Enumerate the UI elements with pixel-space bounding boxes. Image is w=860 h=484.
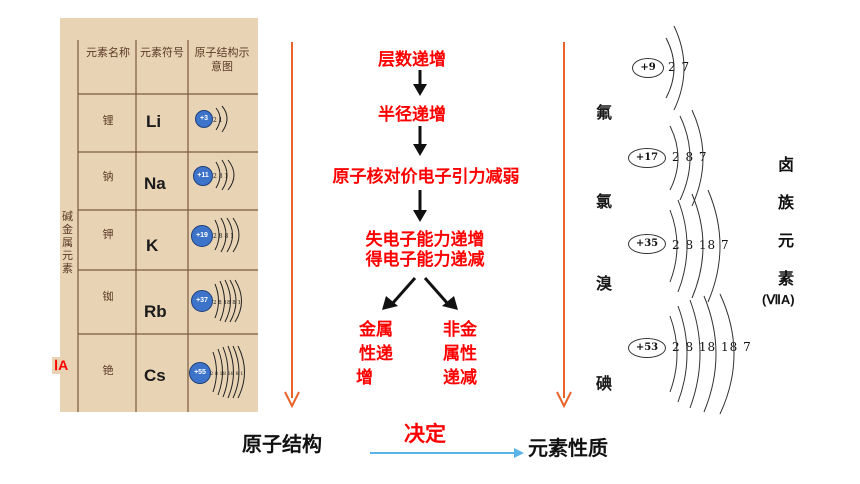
- row-name-na: 钠: [102, 170, 114, 183]
- flow-step-radius-increase: 半径递增: [378, 105, 446, 125]
- flow-step-nucleus-attraction: 原子核对价电子引力减弱: [332, 167, 520, 187]
- result-nonmetal-line2: 属性: [443, 344, 477, 364]
- row-symbol-rb: Rb: [144, 302, 167, 321]
- row-name-cs: 铯: [102, 364, 114, 377]
- svg-text:2 8 8 1: 2 8 8 1: [213, 233, 234, 240]
- shells-text-cl: 2 8 7: [672, 150, 708, 164]
- row-symbol-li: Li: [146, 112, 162, 131]
- halogen-title-char2: 族: [777, 193, 794, 212]
- shells-li: 2 1: [213, 105, 228, 133]
- bottom-element-properties: 元素性质: [528, 436, 608, 460]
- header-element-symbol: 元素符号: [140, 46, 184, 59]
- bottom-atomic-structure: 原子结构: [242, 432, 322, 456]
- nucleus-na: +11: [193, 166, 213, 186]
- result-nonmetallic-decrease: 非金 属性 递减: [436, 318, 484, 390]
- result-metal-line3: 增: [356, 368, 373, 388]
- svg-text:2 8 1: 2 8 1: [213, 173, 228, 180]
- halogen-title-char1: 卤: [777, 155, 794, 174]
- shell-arcs-i: [669, 293, 735, 415]
- halogen-group-code: (ⅦA): [762, 292, 795, 308]
- result-metal-line2: 性递: [359, 344, 393, 364]
- result-nonmetal-line1: 非金: [443, 320, 477, 340]
- charge-cl: +17: [628, 148, 666, 168]
- header-element-name: 元素名称: [86, 46, 130, 59]
- halogen-name-br: 溴: [596, 274, 613, 293]
- header-atomic-structure: 原子结构示意图: [194, 46, 250, 73]
- shells-na: 2 8 1: [213, 159, 235, 191]
- shell-arcs-br: [669, 189, 721, 303]
- shells-cs: 2 8 18 18 8 1: [210, 345, 245, 399]
- result-metallic-increase: 金属 性递 增: [352, 318, 400, 390]
- flow-step-lose-electrons: 失电子能力递增 得电子能力递减: [340, 230, 510, 270]
- result-metal-line1: 金属: [359, 320, 393, 340]
- nucleus-cs: +55: [189, 362, 211, 384]
- shells-text-br: 2 8 18 7: [672, 238, 730, 252]
- result-nonmetal-line3: 递减: [443, 368, 477, 388]
- halogen-group-code-text: (ⅦA): [762, 292, 795, 307]
- halogen-group-title: 卤 族 元 素: [774, 146, 798, 298]
- halogen-name-f: 氟: [596, 103, 613, 122]
- alkali-metal-table: 元素名称 元素符号 原子结构示意图 碱金属元素 锂 Li +3 2 1 钠 Na…: [60, 18, 258, 412]
- vertical-arrow-left: [284, 42, 300, 409]
- nucleus-k: +19: [191, 225, 213, 247]
- charge-f: +9: [632, 58, 664, 78]
- flow-split-arrows: [382, 277, 458, 310]
- shells-rb: 2 8 18 8 1: [213, 279, 242, 323]
- row-name-rb: 铷: [102, 290, 114, 303]
- bottom-determines: 决定: [404, 422, 446, 446]
- halogen-name-i: 碘: [596, 374, 613, 393]
- flow-arrow-3: [413, 190, 427, 222]
- flow-arrow-2: [413, 126, 427, 156]
- row-symbol-k: K: [146, 236, 159, 255]
- flow-arrow-1: [413, 70, 427, 96]
- shells-k: 2 8 8 1: [213, 217, 240, 253]
- table-grid: [77, 40, 258, 412]
- halogen-title-char4: 素: [777, 269, 794, 288]
- shell-arcs-f: [665, 25, 685, 111]
- flow-gain-electron-line: 得电子能力递减: [365, 250, 485, 270]
- group-label-alkali: 碱金属元素: [62, 210, 73, 275]
- bottom-blue-arrow: [370, 448, 524, 458]
- flow-lose-electron-line: 失电子能力递增: [365, 230, 485, 250]
- vertical-arrow-right: [556, 42, 572, 409]
- charge-i: +53: [628, 338, 666, 358]
- svg-text:2 1: 2 1: [213, 117, 223, 124]
- charge-br: +35: [628, 234, 666, 254]
- nucleus-rb: +37: [191, 290, 213, 312]
- flow-step-layers-increase: 层数递增: [378, 50, 446, 70]
- row-symbol-cs: Cs: [144, 366, 166, 385]
- shells-text-i: 2 8 18 18 7: [672, 340, 752, 354]
- svg-text:2 8 18 8 1: 2 8 18 8 1: [213, 300, 241, 306]
- shell-arcs-cl: [669, 109, 704, 207]
- halogen-title-char3: 元: [777, 231, 794, 250]
- group-ia-label: ⅠA: [52, 357, 71, 374]
- halogen-name-cl: 氯: [596, 192, 613, 211]
- nucleus-li: +3: [195, 110, 213, 128]
- row-symbol-na: Na: [144, 174, 166, 193]
- svg-text:2 8 18 18 8 1: 2 8 18 18 8 1: [210, 371, 243, 377]
- row-name-k: 钾: [102, 228, 114, 241]
- row-name-li: 锂: [102, 114, 114, 127]
